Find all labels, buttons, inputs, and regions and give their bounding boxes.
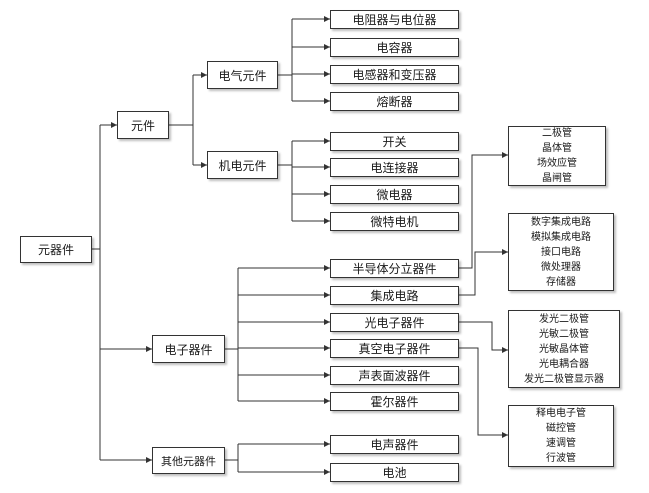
klystron-label: 速调管 [546,438,576,449]
fuse-node: 熔断器 [330,92,459,111]
memory-label: 存储器 [546,276,576,288]
opto-detail-box: 发光二极管 光敏二极管 光敏晶体管 光电耦合器 发光二极管显示器 [508,310,620,388]
analog-ic-label: 模拟集成电路 [531,231,591,243]
hall-device-node: 霍尔器件 [330,392,459,411]
semiconductor-detail-box: 二极管 晶体管 场效应管 晶闸管 [508,126,606,186]
interface-circuit-label: 接口电路 [541,246,581,258]
micro-relay-node: 微电器 [330,185,459,204]
electronic-devices-node: 电子器件 [152,335,225,363]
diode-label: 二极管 [542,128,572,139]
switch-node: 开关 [330,132,459,151]
semiconductor-node: 半导体分立器件 [330,259,459,278]
photodiode-label: 光敏二极管 [539,328,589,340]
battery-node: 电池 [330,463,459,482]
transistor-label: 晶体管 [542,143,572,154]
root-node: 元器件 [20,236,92,263]
fet-label: 场效应管 [537,158,577,169]
thyristor-label: 晶闸管 [542,173,572,184]
electrical-components-node: 电气元件 [207,61,278,89]
optocoupler-label: 光电耦合器 [539,358,589,370]
inductor-node: 电感器和变压器 [330,65,459,84]
led-label: 发光二极管 [539,313,589,325]
other-devices-node: 其他元器件 [152,447,225,474]
electromechanical-components-node: 机电元件 [207,151,278,179]
capacitor-node: 电容器 [330,38,459,57]
electron-tube-label: 释电电子管 [536,408,586,419]
phototransistor-label: 光敏晶体管 [539,343,589,355]
components-node: 元件 [117,111,169,139]
ic-detail-box: 数字集成电路 模拟集成电路 接口电路 微处理器 存储器 [508,213,614,291]
resistor-node: 电阻器与电位器 [330,10,459,29]
optoelectronic-node: 光电子器件 [330,313,459,332]
vacuum-detail-box: 释电电子管 磁控管 速调管 行波管 [508,405,614,467]
led-display-label: 发光二极管显示器 [524,373,604,385]
microprocessor-label: 微处理器 [541,261,581,273]
micro-motor-node: 微特电机 [330,212,459,231]
integrated-circuit-node: 集成电路 [330,286,459,305]
digital-ic-label: 数字集成电路 [531,216,591,228]
connector-node: 电连接器 [330,158,459,177]
traveling-wave-tube-label: 行波管 [546,453,576,464]
magnetron-label: 磁控管 [546,423,576,434]
vacuum-electronic-node: 真空电子器件 [330,339,459,358]
saw-device-node: 声表面波器件 [330,366,459,385]
electroacoustic-node: 电声器件 [330,435,459,454]
